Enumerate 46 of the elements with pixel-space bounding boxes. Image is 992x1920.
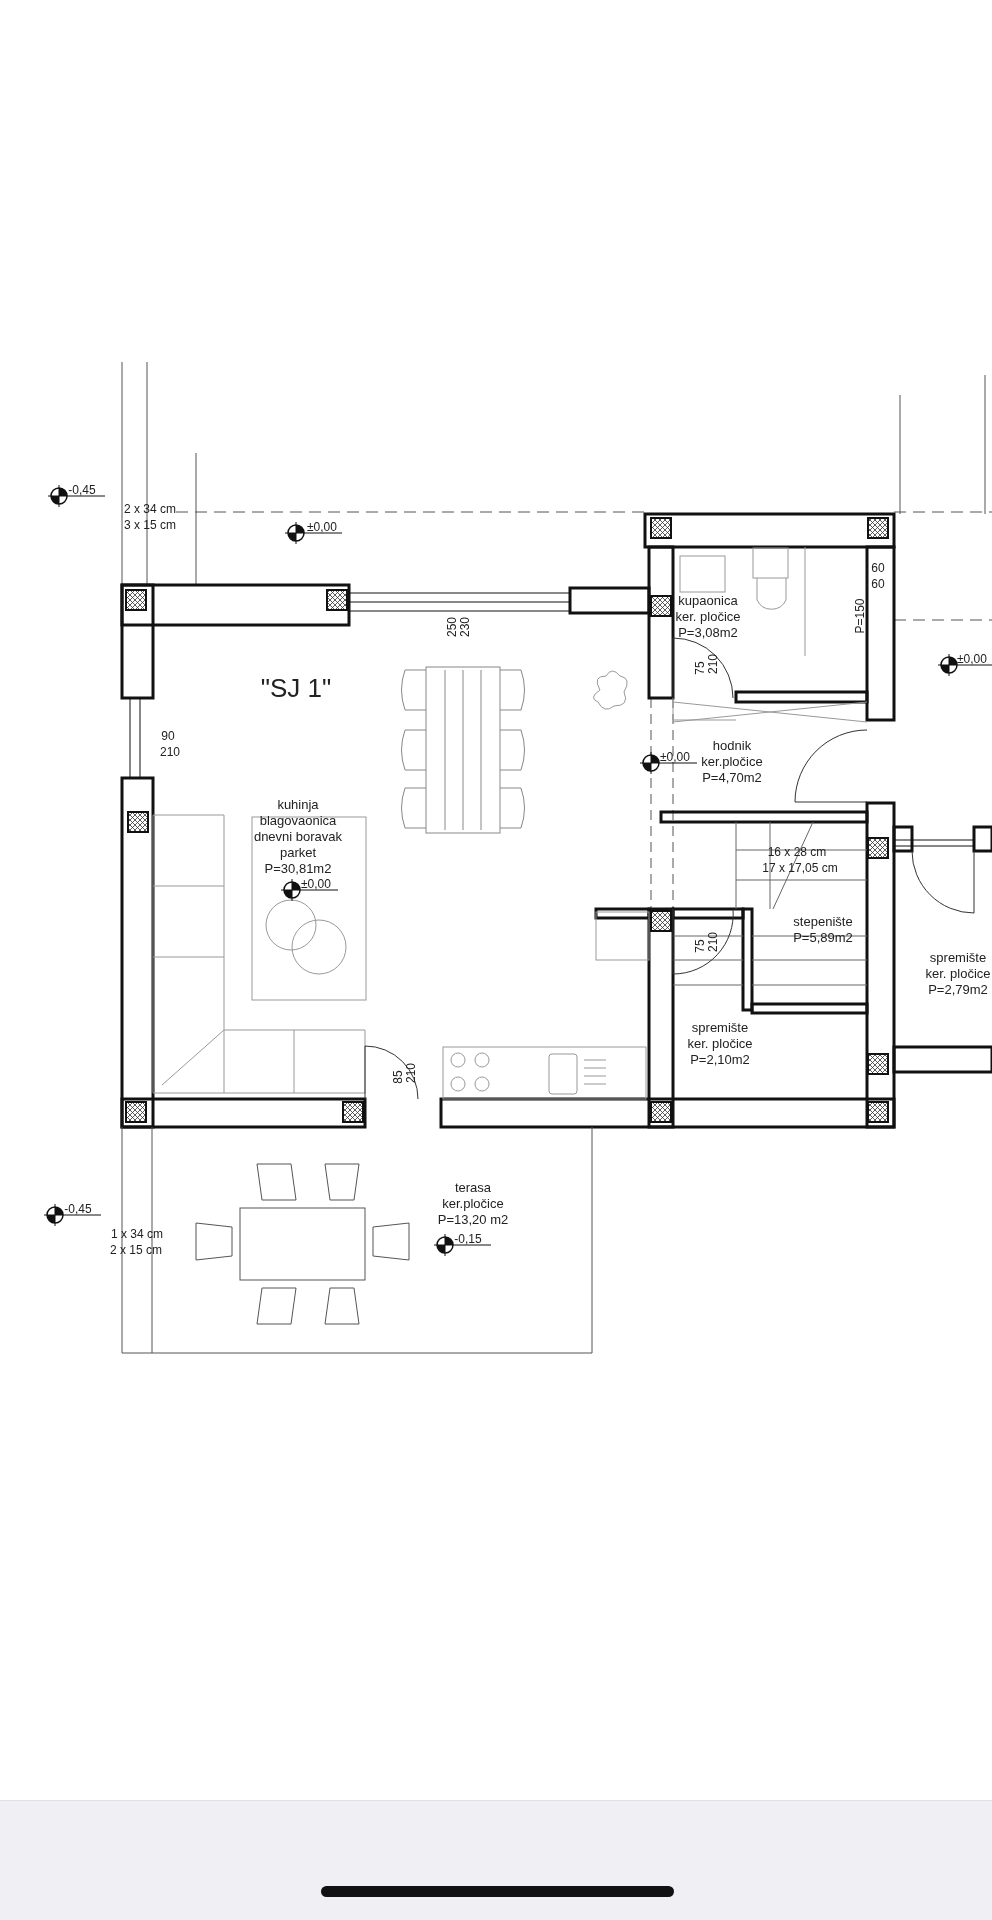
room-name: kupaonica: [677, 593, 739, 609]
floor-finish: ker. pločice: [925, 966, 991, 982]
dimension-text: 250: [445, 617, 459, 637]
dimension-text: 90: [161, 729, 175, 743]
room-area: P=30,81m2: [242, 861, 354, 877]
dimension-text: 210: [160, 745, 180, 759]
stair-dimension: 17 x 17,05 cm: [762, 861, 838, 875]
level-text: -0,45: [64, 1202, 92, 1216]
floor-finish: ker. pločice: [687, 1036, 753, 1052]
level-text: -0,15: [454, 1232, 482, 1246]
dimension-text: 60: [871, 577, 885, 591]
level-text: ±0,00: [957, 652, 987, 666]
stair-dimension: 2 x 34 cm: [124, 502, 176, 516]
room-area: P=2,10m2: [687, 1052, 753, 1068]
dimension-text: 230: [458, 617, 472, 637]
stair-dimension: 16 x 28 cm: [767, 845, 827, 859]
room-name: stepenište: [793, 914, 853, 930]
stair-dimension: 1 x 34 cm: [111, 1227, 163, 1241]
floor-finish: ker.pločice: [441, 1196, 505, 1212]
stair-dimension: 2 x 15 cm: [110, 1243, 162, 1257]
room-area: P=13,20 m2: [437, 1212, 509, 1228]
room-name: spremište: [690, 1020, 750, 1036]
room-name: hodnik: [711, 738, 753, 754]
dimension-text: 210: [706, 932, 720, 952]
level-text: ±0,00: [307, 520, 337, 534]
room-area: P=5,89m2: [793, 930, 853, 946]
floor-finish: ker. pločice: [675, 609, 741, 625]
level-text: -0,45: [68, 483, 96, 497]
dimension-text: 210: [404, 1063, 418, 1083]
floor-finish: parket: [278, 845, 318, 861]
room-area: P=3,08m2: [675, 625, 741, 641]
dimension-text: 210: [706, 654, 720, 674]
room-name: terasa: [453, 1180, 493, 1196]
room-name: spremište: [928, 950, 988, 966]
level-text: ±0,00: [301, 877, 331, 891]
level-text: ±0,00: [660, 750, 690, 764]
dimension-text: 85: [391, 1070, 405, 1084]
room-area: P=2,79m2: [925, 982, 991, 998]
dimension-text: P=150: [853, 598, 867, 634]
dimension-text: 75: [693, 661, 707, 675]
floor-finish: ker.pločice: [701, 754, 763, 770]
unit-label: "SJ 1": [260, 673, 332, 703]
dimension-text: 75: [693, 939, 707, 953]
dimension-text: 60: [871, 561, 885, 575]
stair-dimension: 3 x 15 cm: [124, 518, 176, 532]
room-area: P=4,70m2: [701, 770, 763, 786]
